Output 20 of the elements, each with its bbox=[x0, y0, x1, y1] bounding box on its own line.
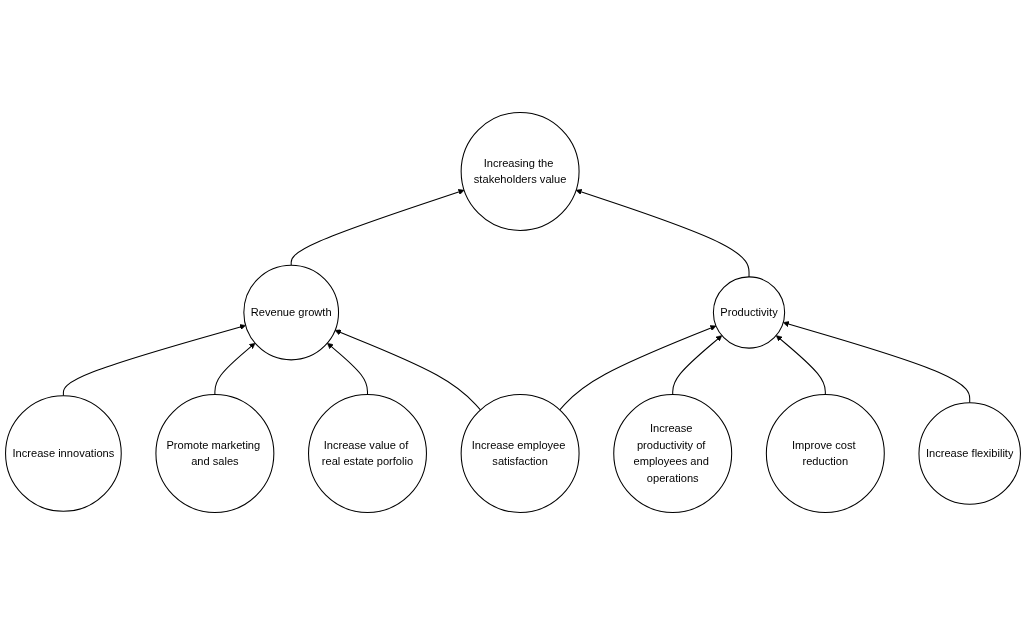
arrow bbox=[290, 189, 465, 267]
arrow bbox=[575, 189, 750, 278]
arrow bbox=[62, 324, 246, 397]
arrow bbox=[327, 343, 368, 396]
node-circle: Promote marketing and sales bbox=[155, 394, 275, 514]
arrow bbox=[672, 335, 723, 396]
node-circle: Increase productivity of employees and operations bbox=[613, 394, 733, 514]
arrow bbox=[782, 321, 971, 404]
node-circle: Increase value of real estate porfolio bbox=[308, 394, 427, 514]
node-circle: Revenue growth bbox=[243, 265, 340, 361]
node-circle: Increase flexibility bbox=[918, 402, 1021, 506]
node-circle: Productivity bbox=[712, 276, 786, 350]
node-circle: Increasing the stakeholders value bbox=[460, 112, 580, 232]
arrow bbox=[559, 325, 717, 411]
arrow bbox=[214, 343, 256, 396]
arrow bbox=[775, 335, 826, 396]
node-circle: Increase innovations bbox=[5, 395, 122, 513]
node-circle: Improve cost reduction bbox=[765, 394, 885, 514]
node-circle: Increase employee satisfaction bbox=[460, 394, 580, 514]
arrow bbox=[334, 330, 481, 411]
